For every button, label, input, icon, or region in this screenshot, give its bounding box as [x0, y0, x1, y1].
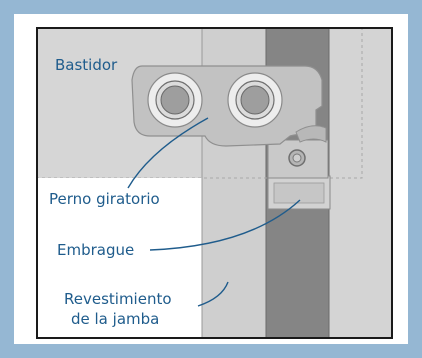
hinge-boss-right — [227, 72, 283, 128]
leader-lines — [127, 117, 301, 307]
drawing-border — [36, 27, 393, 339]
leader-revestimiento — [197, 281, 229, 307]
drawing — [36, 27, 393, 339]
hinge-boss-left — [147, 72, 203, 128]
leader-perno — [127, 117, 209, 189]
label-revestimiento-line2: de la jamba — [71, 310, 159, 328]
label-bastidor: Bastidor — [55, 56, 118, 74]
label-revestimiento-line1: Revestimiento — [64, 290, 172, 308]
jamb-lining-right — [329, 28, 392, 338]
label-embrague: Embrague — [57, 241, 134, 259]
label-perno-giratorio: Perno giratorio — [49, 190, 160, 208]
leader-embrague — [149, 199, 301, 251]
